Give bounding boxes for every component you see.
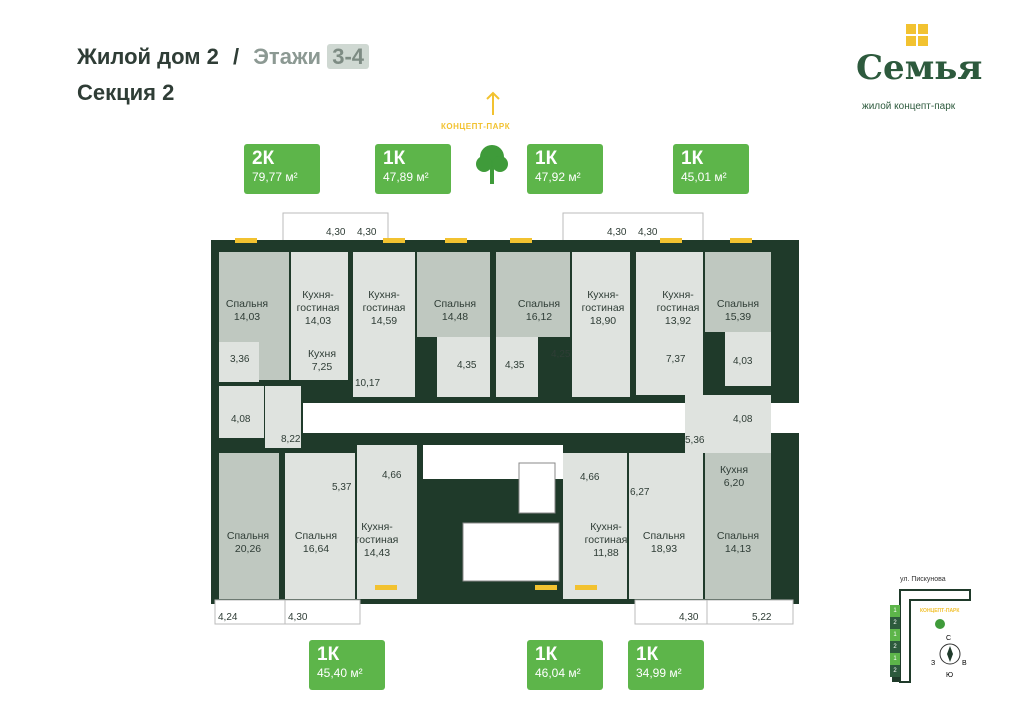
tree-icon — [476, 145, 508, 184]
arrow-up-icon — [486, 91, 500, 115]
compass-east: В — [962, 660, 967, 667]
apartment-badge-bottom-1[interactable]: 1К 45,40 м² — [309, 640, 385, 690]
page-title: Жилой дом 2 / Этажи 3-4 — [77, 44, 369, 70]
park-label: КОНЦЕПТ-ПАРК — [441, 122, 511, 131]
brand-logo-icon — [906, 24, 940, 58]
apartment-badge-bottom-3[interactable]: 1К 34,99 м² — [628, 640, 704, 690]
apartment-badge-top-2[interactable]: 1К 47,89 м² — [375, 144, 451, 194]
apartment-badge-top-4[interactable]: 1К 45,01 м² — [673, 144, 749, 194]
minimap-street: ул. Пискунова — [900, 576, 946, 583]
title-separator: / — [233, 44, 240, 69]
compass-icon — [939, 643, 961, 665]
floors-value[interactable]: 3-4 — [327, 44, 369, 69]
compass-south: Ю — [946, 672, 954, 679]
apartment-badge-bottom-2[interactable]: 1К 46,04 м² — [527, 640, 603, 690]
floor-plan — [211, 212, 803, 625]
brand-name: Семья — [856, 48, 983, 88]
minimap-sections: 1 2 1 2 1 2 — [890, 605, 900, 677]
compass-north: С — [946, 635, 952, 642]
building-name: Жилой дом 2 — [77, 44, 219, 69]
apartment-badge-top-1[interactable]: 2К 79,77 м² — [244, 144, 320, 194]
floors-label: Этажи — [253, 44, 322, 69]
section-title: Секция 2 — [77, 80, 175, 105]
site-minimap[interactable]: ул. Пискунова КОНЦЕПТ-ПАРК С Ю З В 1 2 1… — [880, 576, 990, 690]
brand-tagline: жилой концепт-парк — [862, 101, 956, 112]
compass-west: З — [931, 660, 936, 667]
apartment-badge-top-3[interactable]: 1К 47,92 м² — [527, 144, 603, 194]
minimap-park: КОНЦЕПТ-ПАРК — [920, 608, 960, 614]
